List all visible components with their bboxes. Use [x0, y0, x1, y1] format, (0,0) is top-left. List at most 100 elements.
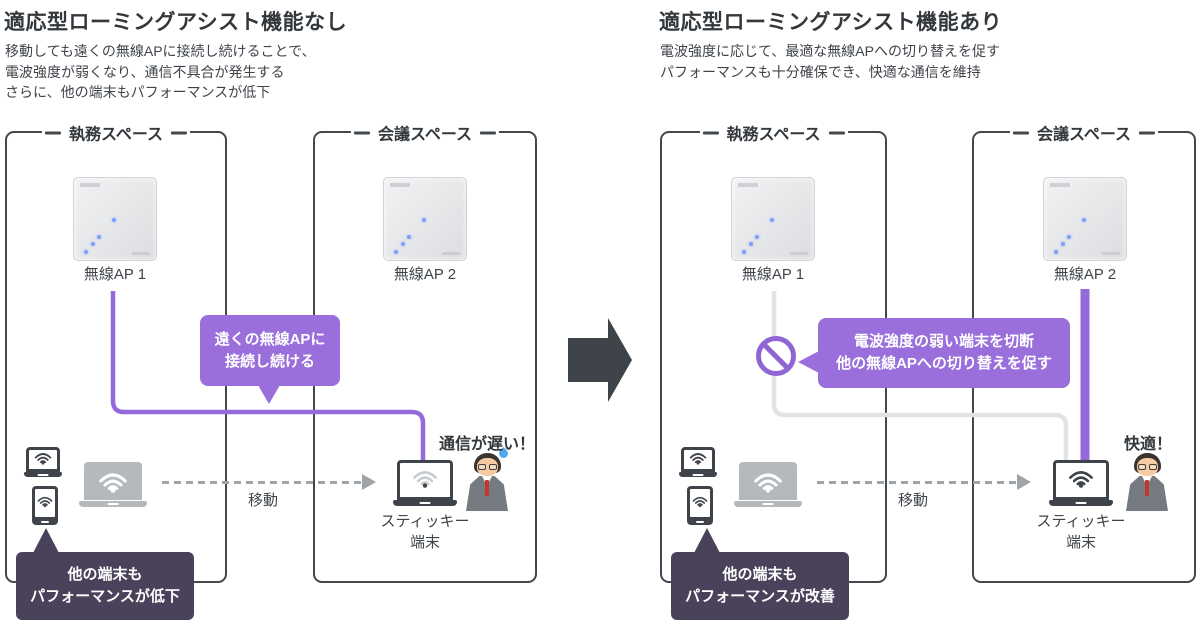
ap-model-text	[132, 252, 150, 255]
left-desc-line-2: 電波強度が弱くなり、通信不具合が発生する	[5, 63, 285, 80]
left-performance-callout: 他の端末も パフォーマンスが低下	[16, 552, 194, 620]
laptop-base	[679, 472, 717, 477]
right-move-label: 移動	[897, 492, 928, 509]
label-dash	[702, 131, 719, 135]
person-face	[477, 458, 498, 476]
left-meeting-space-label: 会議スペース	[350, 120, 500, 145]
label-dash	[1139, 131, 1156, 135]
callout-line-1: 電波強度の弱い端末を切断	[853, 333, 1034, 350]
callout-tail	[798, 351, 819, 373]
arrow-head-icon	[362, 474, 376, 490]
left-work-space-label: 執務スペース	[41, 120, 191, 145]
sticky-label-line-2: 端末	[1065, 534, 1096, 551]
ap-led	[1082, 218, 1086, 222]
laptop-screen	[1053, 460, 1109, 500]
ap-led	[1067, 235, 1071, 239]
space-label-text: 会議スペース	[377, 126, 473, 144]
gray-laptop-icon	[734, 462, 802, 507]
wireless-ap1-device	[73, 177, 157, 261]
businessman-sad-icon	[466, 447, 510, 511]
right-work-space-label: 執務スペース	[699, 120, 848, 145]
callout-line-1: 他の端末も	[722, 566, 798, 583]
ap-logo	[390, 183, 410, 187]
right-ap1-label: 無線AP 1	[741, 266, 805, 283]
callout-tail	[33, 528, 59, 553]
wifi-icon	[34, 453, 52, 465]
right-desc-line-1: 電波強度に応じて、最適な無線APへの切り替えを促す	[660, 43, 1000, 59]
left-status-label: 通信が遅い！	[438, 436, 535, 453]
label-dash	[171, 131, 188, 135]
left-panel-description: 移動しても遠くの無線APに接続し続けることで、 電波強度が弱くなり、通信不具合が…	[5, 41, 316, 103]
left-sticky-device-label: スティッキー 端末	[372, 511, 478, 553]
ap-led	[84, 250, 88, 254]
ap-model-text	[1102, 252, 1120, 255]
callout-line-2: パフォーマンスが低下	[30, 588, 180, 605]
right-disconnect-callout: 電波強度の弱い端末を切断 他の無線APへの切り替えを促す	[818, 318, 1070, 388]
wireless-ap1-device	[731, 177, 815, 261]
right-ap2-label: 無線AP 2	[1053, 266, 1117, 283]
left-ap2-label: 無線AP 2	[393, 266, 457, 283]
right-status-label: 快適！	[1123, 436, 1172, 453]
gray-laptop-icon	[79, 462, 147, 507]
person-face	[1137, 458, 1158, 476]
label-dash	[480, 131, 497, 135]
ap-led	[407, 235, 411, 239]
left-sticky-callout: 遠くの無線APに 接続し続ける	[200, 315, 340, 386]
arrow-head-icon	[1017, 474, 1031, 490]
sticky-label-line-1: スティッキー	[1036, 513, 1126, 530]
wifi-icon	[692, 496, 708, 507]
wireless-ap2-device	[383, 177, 467, 261]
ap-logo	[1050, 183, 1070, 187]
laptop-screen	[397, 460, 453, 500]
ap-model-text	[790, 252, 808, 255]
laptop-base	[393, 500, 457, 506]
ap-led	[91, 242, 95, 246]
ap-led	[742, 250, 746, 254]
callout-line-1: 遠くの無線APに	[214, 330, 326, 348]
ap-logo	[80, 183, 100, 187]
no-entry-icon	[756, 336, 796, 376]
tablet-home-button	[41, 520, 49, 523]
callout-line-1: 他の端末も	[67, 566, 143, 583]
glasses-icon	[1149, 464, 1157, 470]
wifi-icon	[754, 473, 782, 493]
wifi-weak-icon	[413, 471, 437, 488]
callout-tail	[258, 385, 280, 404]
transition-arrow-icon	[568, 318, 632, 402]
person-tie	[1145, 480, 1149, 496]
laptop-base	[1049, 500, 1113, 506]
small-laptop-icon	[679, 447, 717, 477]
callout-tail	[694, 528, 720, 553]
sticky-laptop-icon	[1049, 460, 1113, 506]
ap-logo	[738, 183, 758, 187]
glasses-icon	[478, 464, 486, 470]
left-desc-line-1: 移動しても遠くの無線APに接続し続けることで、	[5, 43, 316, 59]
right-meeting-space-label: 会議スペース	[1009, 120, 1159, 145]
move-dashed-arrow	[162, 481, 362, 484]
label-dash	[1012, 131, 1029, 135]
ap-led	[755, 235, 759, 239]
wifi-icon	[37, 496, 53, 507]
sticky-label-line-2: 端末	[409, 534, 440, 551]
wifi-icon	[689, 453, 707, 465]
ap-led	[422, 218, 426, 222]
tablet-screen	[35, 489, 55, 517]
label-dash	[828, 131, 845, 135]
ap-led	[97, 235, 101, 239]
laptop-base	[24, 472, 62, 477]
left-panel-title: 適応型ローミングアシスト機能なし	[4, 11, 348, 34]
left-desc-line-3: さらに、他の端末もパフォーマンスが低下	[5, 84, 271, 100]
tablet-screen	[690, 489, 710, 517]
callout-line-2: 接続し続ける	[224, 352, 315, 370]
right-panel-title: 適応型ローミングアシスト機能あり	[659, 11, 1003, 34]
wifi-strong-icon	[1069, 471, 1093, 488]
ap-led	[749, 242, 753, 246]
no-entry-slash	[762, 342, 790, 370]
small-laptop-icon	[24, 447, 62, 477]
wireless-ap2-device	[1043, 177, 1127, 261]
glasses-icon	[489, 464, 497, 470]
ap-led	[1061, 242, 1065, 246]
sticky-laptop-icon	[393, 460, 457, 506]
right-sticky-device-label: スティッキー 端末	[1028, 511, 1134, 553]
